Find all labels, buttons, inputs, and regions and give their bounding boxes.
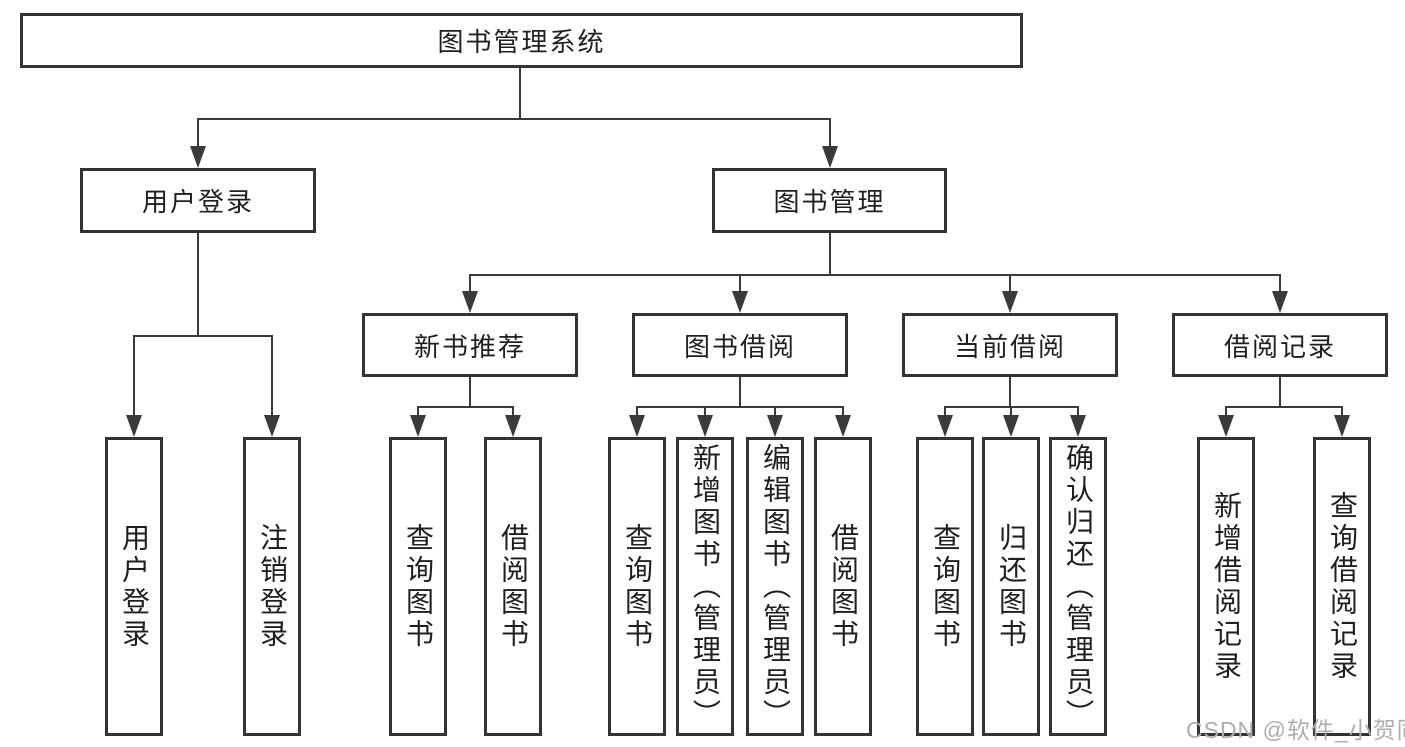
arrow-down-icon	[190, 146, 206, 168]
connector-line	[271, 337, 273, 415]
arrow-down-icon	[505, 415, 521, 437]
arrow-down-icon	[264, 415, 280, 437]
connector-line	[1279, 377, 1281, 406]
connector-line	[829, 120, 831, 146]
connector-line	[512, 406, 514, 415]
arrow-down-icon	[767, 415, 783, 437]
leaf-user-login: 用户登录	[105, 437, 163, 736]
leaf-recommend-borrow-books: 借阅图书	[484, 437, 542, 736]
connector-line	[842, 406, 844, 415]
arrow-down-icon	[410, 415, 426, 437]
arrow-down-icon	[1218, 415, 1234, 437]
connector-line	[133, 335, 273, 337]
connector-line	[133, 337, 135, 415]
leaf-records-add-record: 新增借阅记录	[1197, 437, 1255, 736]
node-current-borrowing: 当前借阅	[902, 313, 1118, 377]
arrow-down-icon	[1070, 415, 1086, 437]
connector-line	[519, 68, 521, 118]
connector-line	[1077, 406, 1079, 415]
arrow-down-icon	[1272, 291, 1288, 313]
connector-line	[636, 406, 638, 415]
arrow-down-icon	[835, 415, 851, 437]
connector-line	[1279, 276, 1281, 291]
connector-line	[829, 233, 831, 274]
leaf-records-query-record: 查询借阅记录	[1313, 437, 1371, 736]
arrow-down-icon	[629, 415, 645, 437]
leaf-current-confirm-return-admin: 确认归还（管理员）	[1049, 437, 1107, 736]
connector-line	[469, 276, 471, 291]
arrow-down-icon	[1002, 291, 1018, 313]
leaf-borrow-borrow-books: 借阅图书	[814, 437, 872, 736]
connector-line	[1341, 406, 1343, 415]
arrow-down-icon	[732, 291, 748, 313]
arrow-down-icon	[822, 146, 838, 168]
arrow-down-icon	[1003, 415, 1019, 437]
connector-line	[704, 406, 706, 415]
connector-line	[417, 406, 419, 415]
leaf-borrow-edit-books-admin: 编辑图书（管理员）	[746, 437, 804, 736]
connector-line	[469, 377, 471, 406]
connector-line	[197, 233, 199, 335]
leaf-borrow-query-books: 查询图书	[608, 437, 666, 736]
arrow-down-icon	[937, 415, 953, 437]
connector-line	[197, 120, 199, 146]
connector-line	[739, 276, 741, 291]
connector-line	[417, 406, 514, 408]
node-new-book-recommendation: 新书推荐	[362, 313, 578, 377]
leaf-recommend-query-books: 查询图书	[389, 437, 447, 736]
leaf-current-query-books: 查询图书	[916, 437, 974, 736]
leaf-borrow-add-books-admin: 新增图书（管理员）	[676, 437, 734, 736]
arrow-down-icon	[462, 291, 478, 313]
connector-line	[739, 377, 741, 406]
connector-line	[944, 406, 946, 415]
node-book-borrowing: 图书借阅	[632, 313, 848, 377]
connector-line	[1009, 276, 1011, 291]
connector-line	[469, 274, 1281, 276]
connector-line	[774, 406, 776, 415]
node-book-management: 图书管理	[712, 168, 947, 233]
arrow-down-icon	[697, 415, 713, 437]
arrow-down-icon	[1334, 415, 1350, 437]
connector-line	[197, 118, 831, 120]
leaf-current-return-books: 归还图书	[982, 437, 1040, 736]
connector-line	[636, 406, 844, 408]
connector-line	[1009, 377, 1011, 406]
node-user-login: 用户登录	[80, 168, 316, 233]
connector-line	[1225, 406, 1227, 415]
node-borrowing-records: 借阅记录	[1172, 313, 1388, 377]
leaf-logout: 注销登录	[243, 437, 301, 736]
arrow-down-icon	[126, 415, 142, 437]
connector-line	[1225, 406, 1343, 408]
watermark: CSDN @软件_小贺同学	[1186, 717, 1405, 743]
connector-line	[1010, 406, 1012, 415]
node-root: 图书管理系统	[20, 13, 1023, 68]
